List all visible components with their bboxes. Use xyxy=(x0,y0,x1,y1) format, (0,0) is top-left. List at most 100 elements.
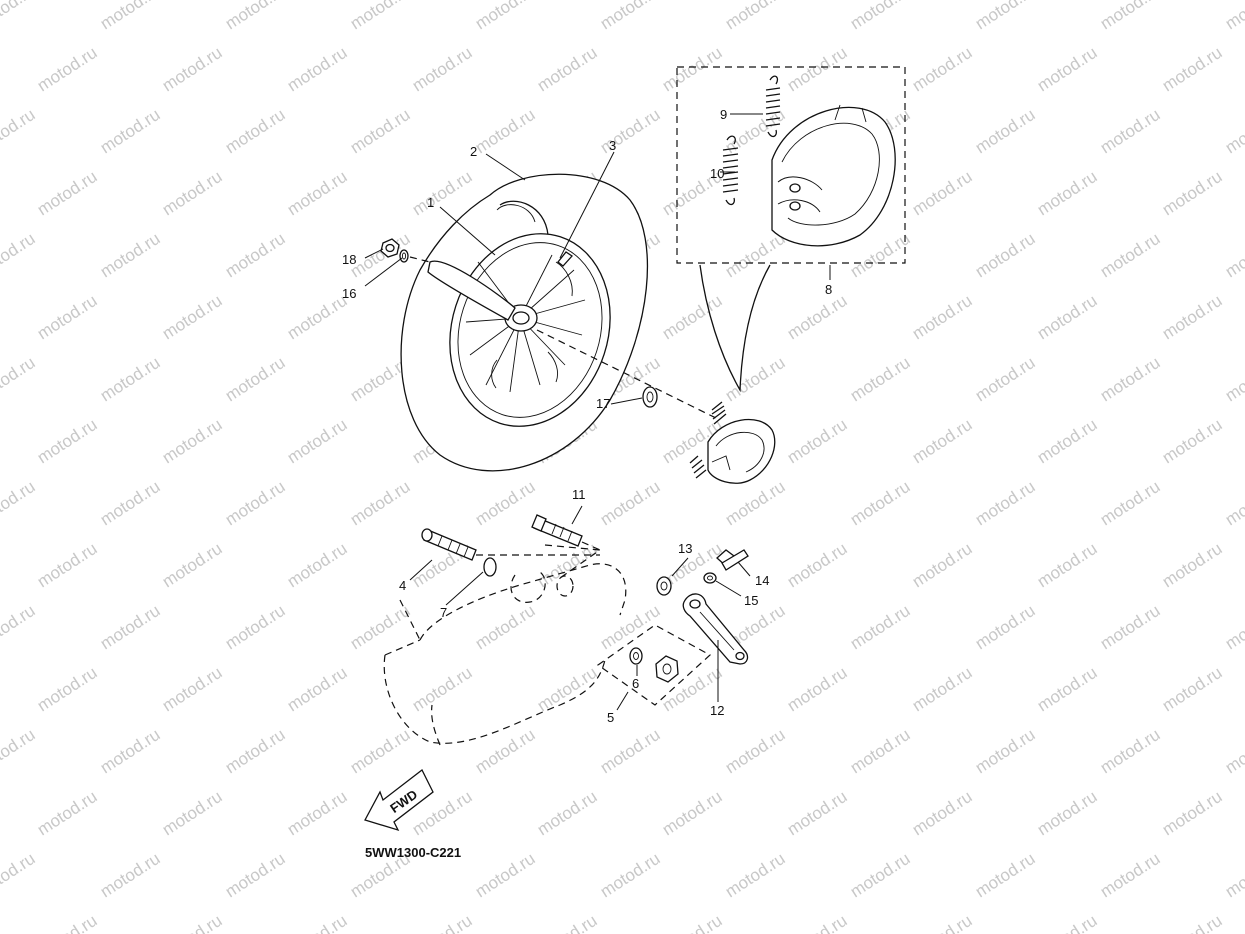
watermark-text: motod.ru xyxy=(1159,663,1226,715)
washer-13 xyxy=(656,576,672,596)
watermark-text: motod.ru xyxy=(722,725,789,777)
callout-numbers: 1 2 3 18 16 17 9 10 8 11 4 7 13 14 15 12… xyxy=(342,107,832,725)
nut-set-box xyxy=(596,624,712,706)
watermark-text: motod.ru xyxy=(972,725,1039,777)
callout-6: 6 xyxy=(632,676,639,691)
watermark-text: motod.ru xyxy=(722,0,789,33)
watermark-text: motod.ru xyxy=(784,539,851,591)
watermark-text: motod.ru xyxy=(847,725,914,777)
watermark-text: motod.ru xyxy=(659,787,726,839)
watermark-text: motod.ru xyxy=(159,291,226,343)
callout-16: 16 xyxy=(342,286,356,301)
callout-14: 14 xyxy=(755,573,769,588)
brake-shoe-small xyxy=(689,401,776,484)
watermark-text: motod.ru xyxy=(1034,167,1101,219)
watermark-text: motod.ru xyxy=(34,167,101,219)
watermark-text: motod.ru xyxy=(1222,105,1245,157)
watermark-text: motod.ru xyxy=(222,353,289,405)
watermark-text: motod.ru xyxy=(284,663,351,715)
watermark-text: motod.ru xyxy=(597,601,664,653)
collar xyxy=(483,557,497,577)
watermark-text: motod.ru xyxy=(34,911,101,934)
watermark-text: motod.ru xyxy=(1097,0,1164,33)
watermark-text: motod.ru xyxy=(0,849,38,901)
watermark-text: motod.ru xyxy=(659,43,726,95)
watermark-text: motod.ru xyxy=(1222,725,1245,777)
watermark-text: motod.ru xyxy=(97,849,164,901)
watermark-text: motod.ru xyxy=(909,787,976,839)
watermark-text: motod.ru xyxy=(1034,43,1101,95)
watermark-text: motod.ru xyxy=(409,167,476,219)
callout-11: 11 xyxy=(572,487,586,502)
watermark-text: motod.ru xyxy=(409,43,476,95)
watermark-text: motod.ru xyxy=(409,663,476,715)
watermark-text: motod.ru xyxy=(597,0,664,33)
bolt-14 xyxy=(716,549,749,571)
callout-13: 13 xyxy=(678,541,692,556)
watermark-text: motod.ru xyxy=(1034,291,1101,343)
diagram-code: 5WW1300-C221 xyxy=(365,845,461,860)
watermark-text: motod.ru xyxy=(284,167,351,219)
callout-18: 18 xyxy=(342,252,356,267)
watermark-text: motod.ru xyxy=(909,291,976,343)
watermark-text: motod.ru xyxy=(1034,911,1101,934)
watermark-text: motod.ru xyxy=(597,105,664,157)
axle-nut xyxy=(380,238,400,258)
watermark-text: motod.ru xyxy=(347,725,414,777)
watermark-text: motod.ru xyxy=(0,601,38,653)
watermark-text: motod.ru xyxy=(472,105,539,157)
watermark-text: motod.ru xyxy=(159,43,226,95)
oil-seal xyxy=(642,386,658,408)
watermark-text: motod.ru xyxy=(347,601,414,653)
watermark-text: motod.ru xyxy=(222,229,289,281)
watermark-text: motod.ru xyxy=(0,477,38,529)
watermark-text: motod.ru xyxy=(909,539,976,591)
callout-5: 5 xyxy=(607,710,614,725)
watermark-text: motod.ru xyxy=(97,725,164,777)
watermark-text: motod.ru xyxy=(597,477,664,529)
callout-17: 17 xyxy=(596,396,610,411)
spring-9 xyxy=(765,75,781,138)
callout-1: 1 xyxy=(427,195,434,210)
watermark-text: motod.ru xyxy=(222,0,289,33)
watermark-text: motod.ru xyxy=(472,601,539,653)
callout-9: 9 xyxy=(720,107,727,122)
watermark-text: motod.ru xyxy=(1034,539,1101,591)
watermark-text: motod.ru xyxy=(597,849,664,901)
watermark-text: motod.ru xyxy=(0,105,38,157)
watermark-text: motod.ru xyxy=(534,911,601,934)
wheel-assembly xyxy=(400,173,721,472)
watermark-text: motod.ru xyxy=(909,911,976,934)
watermark-text: motod.ru xyxy=(722,849,789,901)
watermark-text: motod.ru xyxy=(1159,787,1226,839)
watermark-text: motod.ru xyxy=(409,911,476,934)
watermark-text: motod.ru xyxy=(347,0,414,33)
watermark-text: motod.ru xyxy=(1159,539,1226,591)
watermark-text: motod.ru xyxy=(34,291,101,343)
watermark-text: motod.ru xyxy=(159,415,226,467)
watermark-text: motod.ru xyxy=(972,229,1039,281)
watermark-text: motod.ru xyxy=(0,229,38,281)
watermark-text: motod.ru xyxy=(909,43,976,95)
callout-12: 12 xyxy=(710,703,724,718)
valve-stem xyxy=(557,251,573,267)
watermark-text: motod.ru xyxy=(0,353,38,405)
watermark-text: motod.ru xyxy=(972,105,1039,157)
watermark-text: motod.ru xyxy=(1034,415,1101,467)
callout-2: 2 xyxy=(470,144,477,159)
watermark-text: motod.ru xyxy=(534,43,601,95)
watermark-text: motod.ru xyxy=(159,787,226,839)
watermark-text: motod.ru xyxy=(972,353,1039,405)
washer-16 xyxy=(399,249,409,263)
watermark-text: motod.ru xyxy=(534,663,601,715)
watermark-text: motod.ru xyxy=(972,849,1039,901)
washer-15 xyxy=(703,572,717,584)
spring-10 xyxy=(722,135,739,206)
callout-10: 10 xyxy=(710,166,724,181)
watermark-text: motod.ru xyxy=(1097,725,1164,777)
washer-6 xyxy=(629,647,643,665)
watermark-text: motod.ru xyxy=(284,911,351,934)
brake-arm xyxy=(682,593,749,665)
watermark-text: motod.ru xyxy=(284,415,351,467)
